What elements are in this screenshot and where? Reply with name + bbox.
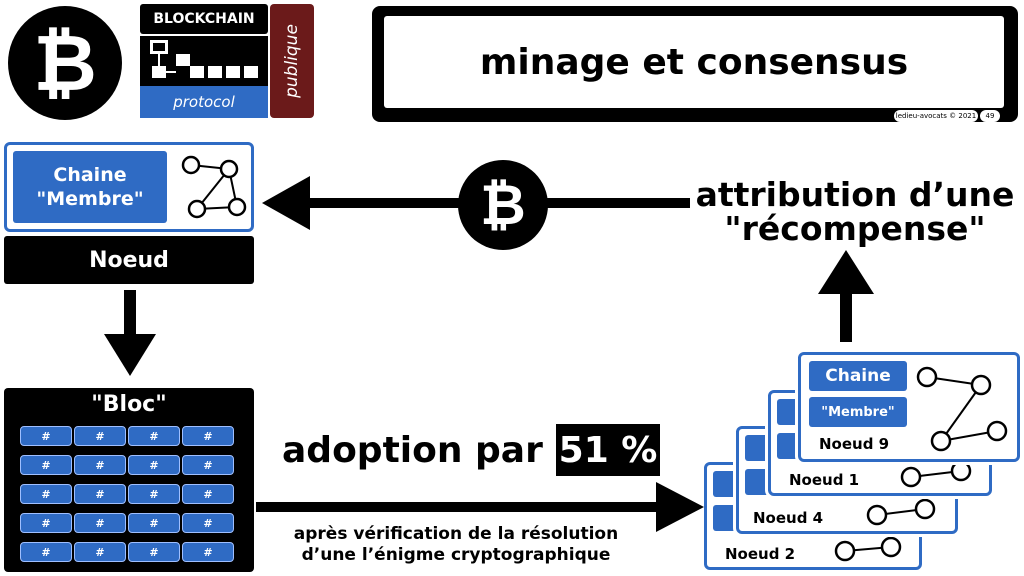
member-chip <box>713 505 737 531</box>
node-label: Noeud <box>4 236 254 284</box>
node-card-label: Noeud 4 <box>753 509 824 527</box>
page-number: 49 <box>980 110 1000 122</box>
adoption-percent: 51 % <box>556 424 660 476</box>
hash-cell: # <box>20 484 72 504</box>
network-graph-icon <box>900 461 972 488</box>
hash-cell: # <box>74 542 126 562</box>
hash-cell: # <box>128 513 180 533</box>
hash-cell: # <box>128 426 180 446</box>
chain-chip <box>777 399 801 425</box>
hash-cell: # <box>182 484 234 504</box>
verification-text: après vérification de la résolution d’un… <box>266 524 646 566</box>
right-arrow-icon <box>256 482 704 532</box>
hash-cell: # <box>20 542 72 562</box>
chain-member-label: Chaine "Membre" <box>13 151 167 223</box>
page-title: minage et consensus <box>479 41 909 83</box>
reward-text-line2: "récompense" <box>724 209 986 248</box>
blockchain-badge: BLOCKCHAIN protocol <box>140 4 268 118</box>
member-chip <box>777 433 801 459</box>
hash-cell: # <box>20 513 72 533</box>
hash-cell: # <box>182 542 234 562</box>
hash-cell: # <box>128 484 180 504</box>
up-arrow-icon <box>818 250 874 342</box>
node-card: Chaine "Membre" Noeud 9 <box>798 352 1020 462</box>
bitcoin-logo-symbol: ₿ <box>33 18 97 109</box>
title-frame: minage et consensus ledieu-avocats © 202… <box>372 6 1018 122</box>
chain-member-card: Chaine "Membre" <box>4 142 254 232</box>
hash-cell: # <box>74 426 126 446</box>
front-chain-label: Chaine <box>809 361 907 391</box>
network-graph-icon <box>181 155 247 219</box>
hash-cell: # <box>74 455 126 475</box>
hash-cell: # <box>182 455 234 475</box>
publique-label: publique <box>282 24 302 98</box>
hash-cell: # <box>20 426 72 446</box>
front-member-label: "Membre" <box>809 397 907 427</box>
member-chip <box>745 469 769 495</box>
hash-cell: # <box>20 455 72 475</box>
hash-cell: # <box>128 542 180 562</box>
blockchain-label: BLOCKCHAIN <box>140 4 268 34</box>
bloc-label: "Bloc" <box>91 392 167 417</box>
bitcoin-logo-icon: ₿ <box>8 6 122 120</box>
reward-text: attribution d’une "récompense" <box>690 178 1020 246</box>
chain-blocks-icon <box>150 40 258 78</box>
network-graph-icon <box>916 366 1008 452</box>
bitcoin-reward-symbol: ₿ <box>480 173 526 238</box>
verification-line2: d’une l’énigme cryptographique <box>301 545 611 565</box>
title-inner: minage et consensus <box>384 16 1004 108</box>
bloc-block: "Bloc" # # # # # # # # # # # # # # # # #… <box>4 388 254 572</box>
chain-chip <box>745 435 769 461</box>
reward-text-line1: attribution d’une <box>695 175 1015 214</box>
network-graph-icon <box>866 499 936 526</box>
hash-cell: # <box>182 426 234 446</box>
node-card-label: Noeud 9 <box>819 435 890 453</box>
chain-chip <box>713 471 737 497</box>
hash-cell: # <box>182 513 234 533</box>
node-card-label: Noeud 1 <box>789 471 860 489</box>
verification-line1: après vérification de la résolution <box>293 524 619 544</box>
node-card-label: Noeud 2 <box>725 545 796 563</box>
adoption-text: adoption par <box>282 430 543 471</box>
publique-tag: publique <box>270 4 314 118</box>
hash-cell: # <box>74 513 126 533</box>
network-graph-icon <box>834 536 902 562</box>
blockchain-diagram <box>140 36 268 86</box>
hash-cell: # <box>74 484 126 504</box>
protocol-label: protocol <box>140 86 268 118</box>
credit-text: ledieu-avocats © 2021 <box>894 110 978 122</box>
hash-cell: # <box>128 455 180 475</box>
down-arrow-icon <box>104 290 156 376</box>
bitcoin-reward-icon: ₿ <box>458 160 548 250</box>
